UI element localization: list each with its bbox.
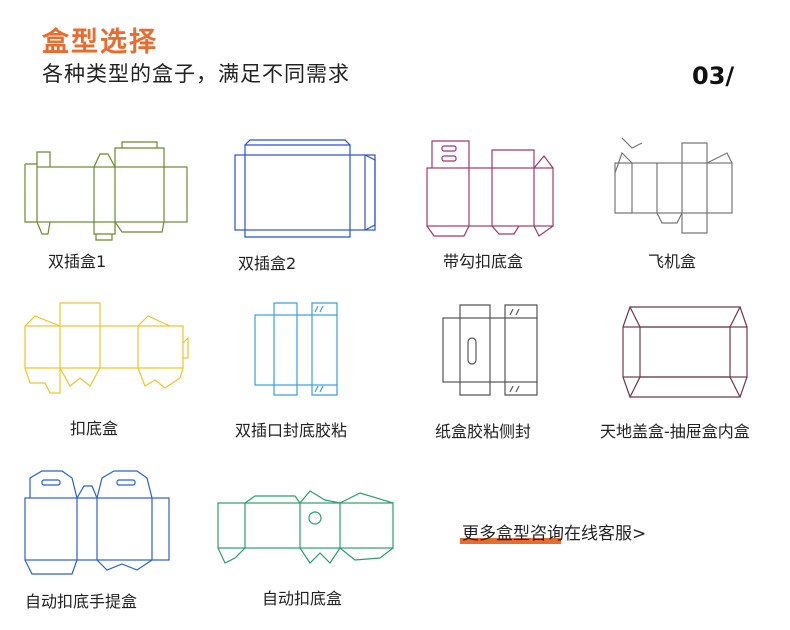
box-item-lock-bottom[interactable] — [20, 298, 190, 398]
box-label-airplane-box: 飞机盒 — [648, 252, 697, 271]
page-subtitle: 各种类型的盒子，满足不同需求 — [42, 62, 350, 86]
box-item-double-tuck-2[interactable] — [230, 139, 380, 240]
page-title: 盒型选择 — [42, 27, 158, 58]
tuck-top-glued-bottom-dieline-icon — [254, 302, 338, 396]
box-label-lock-bottom: 扣底盒 — [70, 419, 119, 438]
more-box-types-link[interactable]: 更多盒型咨询在线客服> — [462, 524, 647, 544]
more-link-underline — [460, 538, 561, 544]
hook-lock-bottom-box-dieline-icon — [426, 140, 554, 237]
box-item-hook-lock-bottom[interactable] — [424, 138, 559, 238]
box-label-auto-lock-bottom: 自动扣底盒 — [262, 589, 343, 608]
auto-lock-handle-box-dieline-icon — [24, 470, 170, 575]
double-tuck-box-2-dieline-icon — [234, 139, 376, 238]
glued-side-seal-box-dieline-icon — [442, 304, 538, 396]
box-label-double-tuck-1: 双插盒1 — [48, 252, 107, 271]
box-item-lid-base-drawer[interactable] — [620, 302, 750, 402]
lock-bottom-box-dieline-icon — [24, 302, 189, 394]
box-label-auto-lock-handle: 自动扣底手提盒 — [25, 592, 138, 611]
box-item-double-tuck-1[interactable] — [22, 141, 188, 242]
box-label-tuck-top-glued: 双插口封底胶粘 — [235, 421, 348, 440]
double-tuck-box-1-dieline-icon — [24, 141, 188, 241]
box-item-auto-lock-handle[interactable] — [22, 468, 172, 576]
auto-lock-bottom-box-dieline-icon — [217, 490, 394, 564]
box-label-hook-lock-bottom: 带勾扣底盒 — [443, 252, 524, 271]
box-item-tuck-top-glued[interactable] — [252, 300, 342, 400]
lid-base-drawer-inner-box-dieline-icon — [622, 306, 748, 398]
box-item-auto-lock-bottom[interactable] — [215, 488, 400, 568]
box-item-glued-side-seal[interactable] — [440, 300, 540, 400]
box-label-double-tuck-2: 双插盒2 — [238, 254, 297, 273]
box-label-glued-side-seal: 纸盒胶粘侧封 — [435, 422, 532, 441]
box-item-airplane-box[interactable] — [612, 137, 742, 238]
page-number: 03/ — [692, 62, 735, 90]
airplane-box-dieline-icon — [614, 137, 733, 234]
box-label-lid-base-drawer: 天地盖盒-抽屉盒内盒 — [600, 422, 750, 441]
